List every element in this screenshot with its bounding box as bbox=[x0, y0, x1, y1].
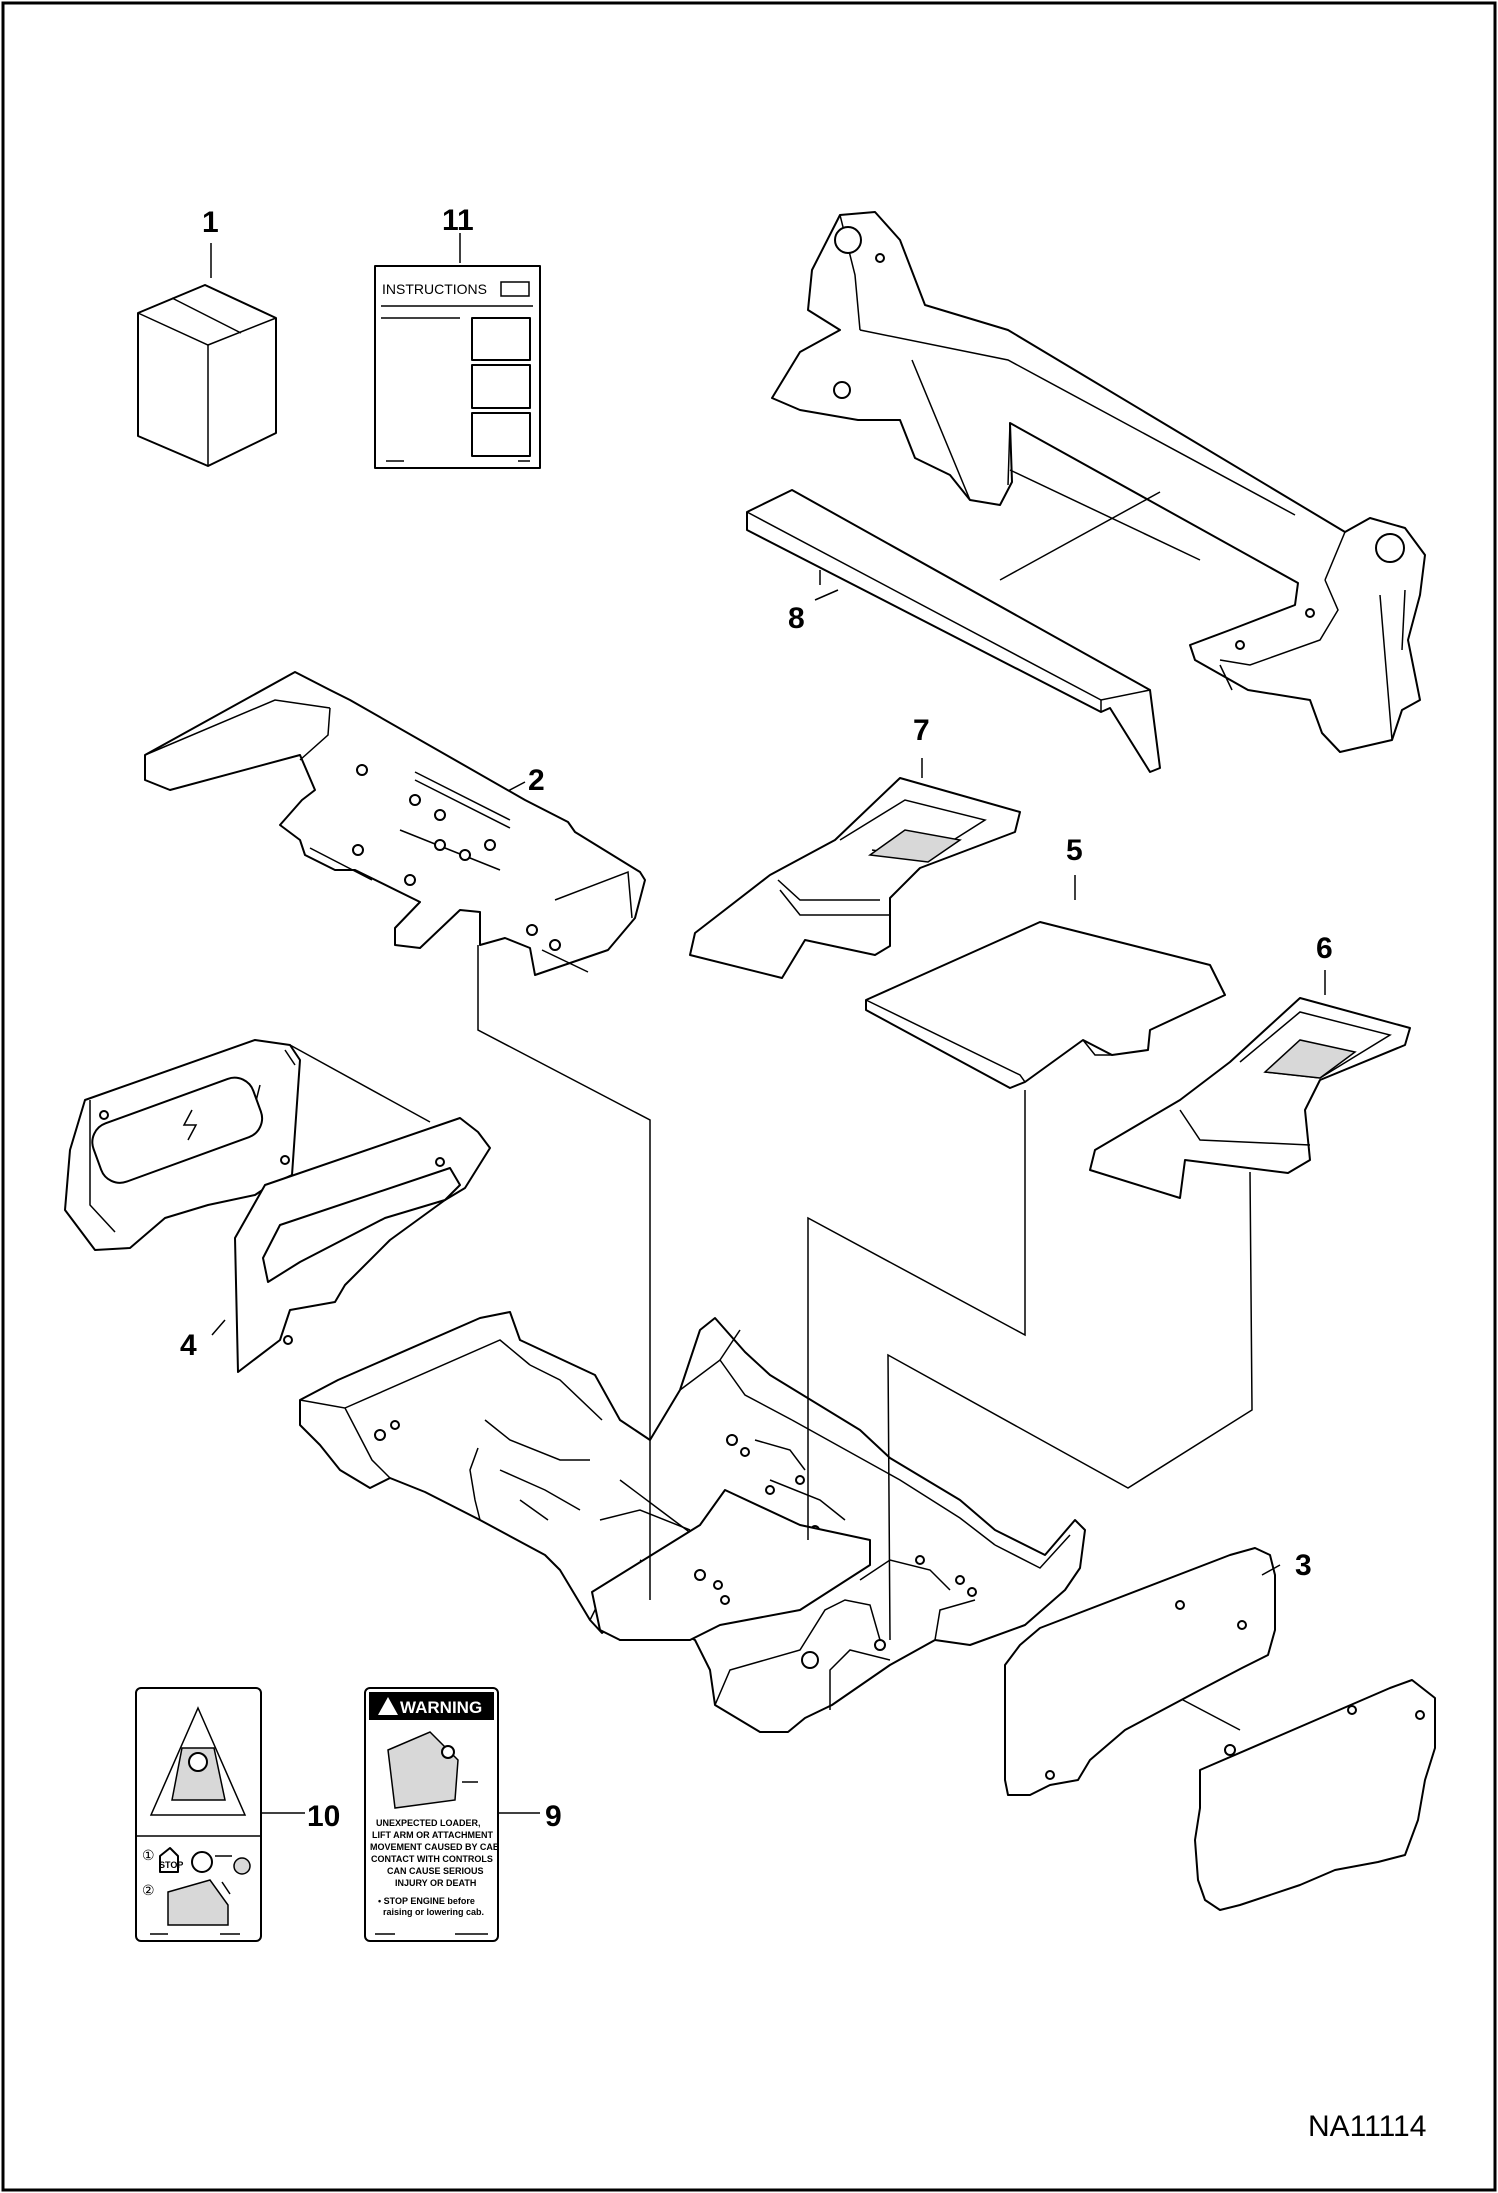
warning-line-1: UNEXPECTED LOADER, bbox=[376, 1818, 481, 1828]
callout-10: 10 bbox=[307, 1800, 340, 1833]
part-1-box bbox=[137, 284, 277, 467]
leader-2-to-floor bbox=[477, 945, 651, 1600]
callout-9: 9 bbox=[545, 1800, 562, 1833]
leader-panel-to-gasket bbox=[289, 1044, 431, 1123]
part-5-plate bbox=[865, 921, 1226, 1089]
rear-frame-assembly bbox=[771, 211, 1426, 753]
warning-line-6: INJURY OR DEATH bbox=[395, 1878, 476, 1888]
drawing-id: NA11114 bbox=[1308, 2110, 1426, 2143]
decal-step-2: ② bbox=[142, 1882, 155, 1898]
callout-11: 11 bbox=[442, 204, 474, 237]
part-4-gasket bbox=[234, 1117, 491, 1373]
warning-line-5: CAN CAUSE SERIOUS bbox=[387, 1866, 484, 1876]
left-panel-assembly bbox=[64, 1039, 301, 1251]
part-9-warning-decal: WARNING UNEXPECTED LOADER, LIFT ARM OR A… bbox=[364, 1687, 500, 1942]
part-11-instructions: INSTRUCTIONS bbox=[374, 265, 541, 469]
warning-line-2: LIFT ARM OR ATTACHMENT bbox=[372, 1830, 493, 1840]
callout-5: 5 bbox=[1066, 834, 1083, 867]
warning-bullet-2: raising or lowering cab. bbox=[383, 1907, 484, 1917]
warning-bullet-1: • STOP ENGINE before bbox=[378, 1896, 475, 1906]
callout-7: 7 bbox=[913, 714, 930, 747]
part-8-strip bbox=[746, 489, 1161, 773]
decal-stop-label: STOP bbox=[159, 1860, 183, 1870]
callout-2: 2 bbox=[528, 764, 545, 797]
main-cab-floor bbox=[299, 1311, 1086, 1733]
decal-step-1: ① bbox=[142, 1847, 155, 1863]
part-2-panel bbox=[144, 671, 646, 976]
leader-5-to-floor bbox=[807, 1090, 1026, 1540]
warning-line-4: CONTACT WITH CONTROLS bbox=[371, 1854, 493, 1864]
warning-header: WARNING bbox=[400, 1698, 482, 1717]
callout-8: 8 bbox=[788, 602, 805, 635]
warning-line-3: MOVEMENT CAUSED BY CAB bbox=[370, 1842, 500, 1852]
callout-1: 1 bbox=[202, 206, 219, 239]
part-6-pedal bbox=[1089, 997, 1411, 1199]
callout-4: 4 bbox=[180, 1329, 197, 1362]
instructions-label: INSTRUCTIONS bbox=[382, 281, 487, 297]
part-3-panels bbox=[1004, 1547, 1436, 1911]
callout-3: 3 bbox=[1295, 1549, 1312, 1582]
part-7-pedal bbox=[689, 777, 1021, 979]
part-10-decal: ① STOP ② bbox=[135, 1687, 262, 1942]
leader-6-to-floor bbox=[887, 1171, 1253, 1641]
callout-6: 6 bbox=[1316, 932, 1333, 965]
